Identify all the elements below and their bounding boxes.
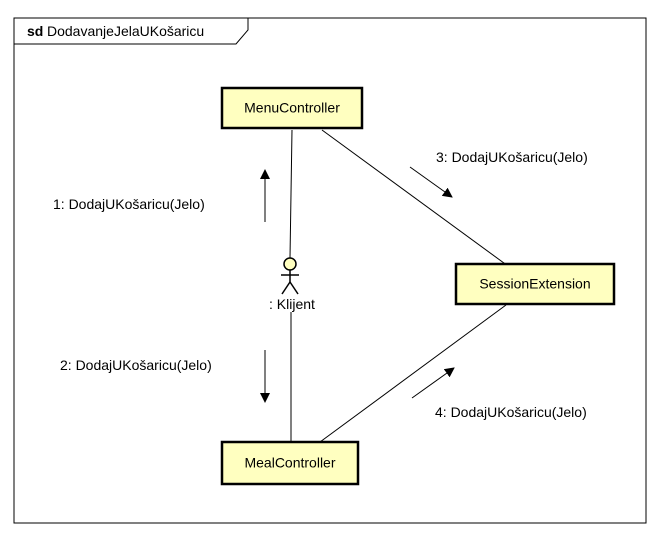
object-session-extension: SessionExtension (454, 262, 616, 306)
object-label: SessionExtension (479, 276, 590, 292)
frame-title: DodavanjeJelaUKošaricu (47, 23, 204, 39)
message-label-1: 1: DodajUKošaricu(Jelo) (53, 196, 205, 212)
message-label-4: 4: DodajUKošaricu(Jelo) (435, 404, 587, 420)
message-arrow-4 (411, 367, 455, 399)
object-box (220, 86, 364, 130)
object-box (454, 262, 616, 306)
message-label-2: 2: DodajUKošaricu(Jelo) (60, 357, 212, 373)
object-label: MealController (244, 455, 335, 471)
actor-label: : Klijent (269, 296, 315, 312)
stick-figure-icon (281, 257, 299, 295)
object-meal-controller: MealController (220, 440, 360, 486)
link-actor-menu (289, 129, 293, 259)
message-label-3: 3: DodajUKošaricu(Jelo) (436, 149, 588, 165)
link-meal-session (319, 304, 507, 443)
frame-keyword: sd (27, 23, 43, 39)
object-label: MenuController (244, 100, 340, 116)
object-box (220, 440, 360, 486)
link-menu-session (321, 129, 509, 267)
object-menu-controller: MenuController (220, 86, 364, 130)
message-arrow-3 (409, 166, 453, 198)
diagram-frame (13, 17, 647, 524)
frame-tab (14, 17, 249, 45)
